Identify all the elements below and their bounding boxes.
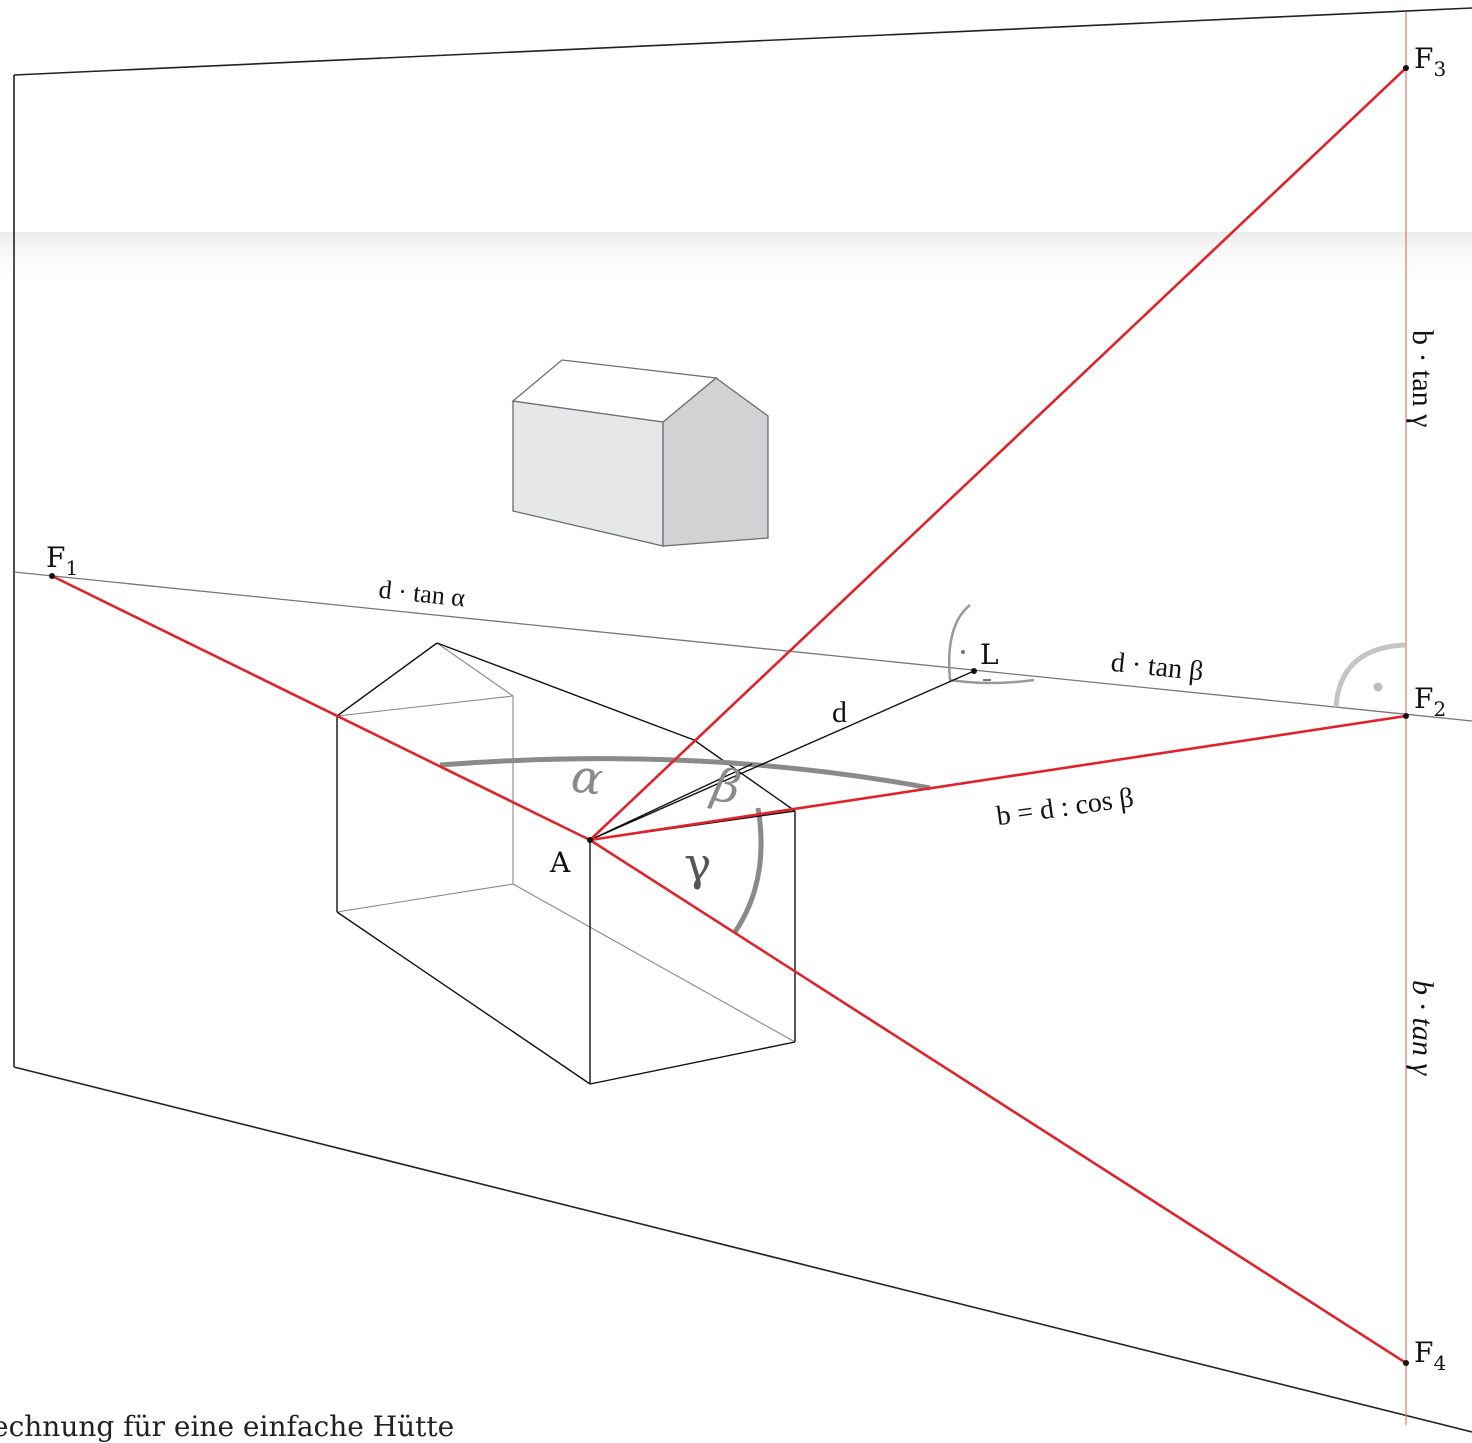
b-tan-gamma-top-label: b · tan γ: [1406, 330, 1439, 427]
line-A-F2: [589, 714, 1407, 842]
header-band: [0, 232, 1472, 280]
line-A-L: [589, 670, 975, 841]
line-A-F3: [589, 67, 1407, 841]
F4-label: F4: [1414, 1336, 1446, 1375]
line-A-F1: [51, 574, 591, 842]
F1-label: F1: [46, 541, 78, 580]
point-F4: [1403, 1360, 1409, 1366]
point-F3: [1403, 65, 1409, 71]
alpha-beta-arc: [439, 756, 931, 791]
small-house: [511, 359, 769, 547]
F2-label: F2: [1414, 682, 1446, 721]
point-F1: [49, 573, 55, 579]
hut-wireframe: [336, 642, 796, 1085]
points: [49, 65, 1409, 1366]
gamma-arc: [732, 807, 764, 934]
F2-right-angle-arc: [1333, 642, 1406, 708]
red-lines: [51, 67, 1407, 1365]
d-tan-alpha-label: d · tan α: [377, 575, 466, 613]
A-label: A: [549, 846, 571, 879]
gamma-label: γ: [684, 837, 712, 891]
L-angle-arc: [947, 604, 1035, 685]
b-tan-gamma-bottom-label: b · tan γ: [1406, 980, 1439, 1076]
point-F2: [1403, 713, 1409, 719]
construction-lines: [589, 670, 975, 841]
angle-arcs: [439, 604, 1406, 934]
alpha-label: α: [568, 748, 606, 806]
b-equals-label: b = d : cos β: [994, 782, 1135, 832]
point-L: [971, 668, 977, 674]
F3-label: F3: [1414, 42, 1446, 81]
picture-plane: [13, 7, 1472, 1433]
figure-caption: echnung für eine einfache Hütte: [0, 1410, 455, 1443]
d-tan-beta-label: d · tan β: [1109, 647, 1205, 688]
line-A-F4: [589, 838, 1407, 1365]
d-label: d: [832, 696, 847, 729]
L-label: L: [980, 638, 999, 671]
horizon-line: [13, 571, 1472, 722]
point-A: [587, 837, 593, 843]
